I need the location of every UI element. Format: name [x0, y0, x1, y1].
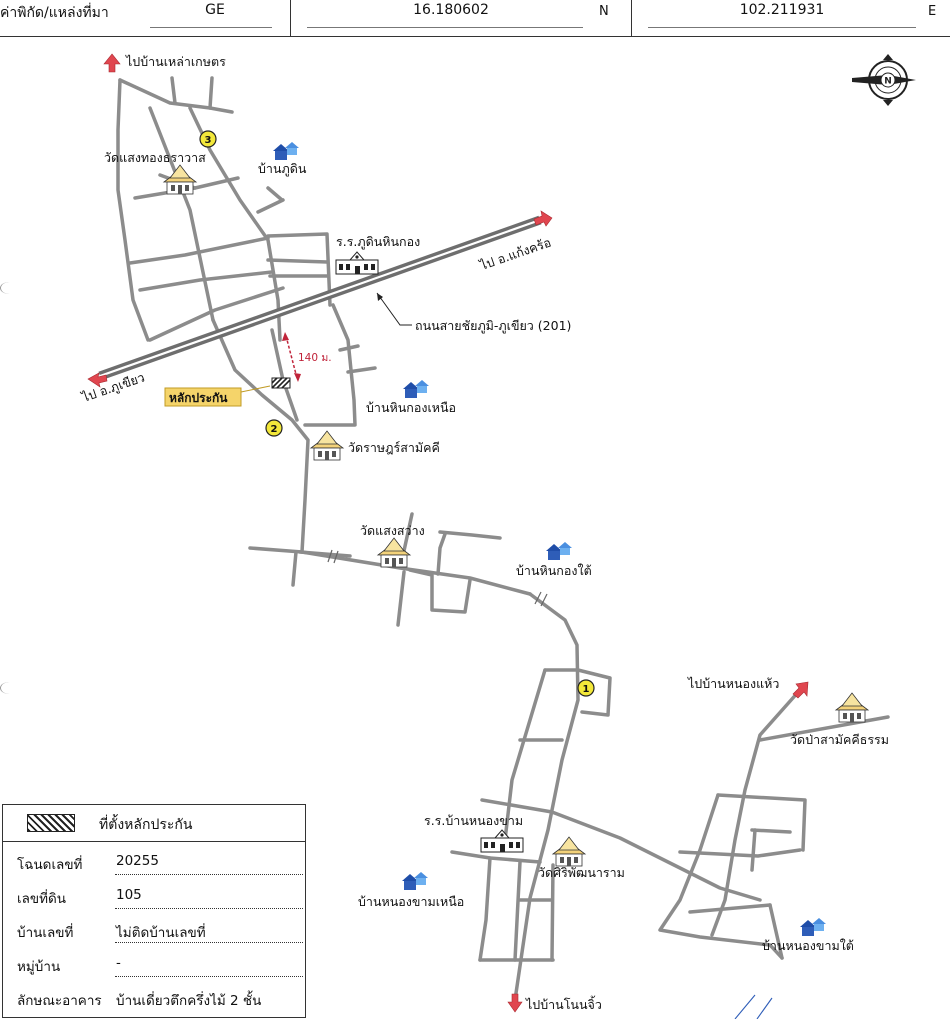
legend-title: ที่ตั้งหลักประกัน — [99, 817, 193, 833]
house-icon — [546, 542, 572, 560]
latitude-value: 16.180602 — [413, 2, 489, 18]
legend-header: ที่ตั้งหลักประกัน — [3, 805, 305, 842]
compass-letter: N — [884, 77, 892, 87]
label-collateral: หลักประกัน — [169, 391, 228, 405]
arrow-south-icon — [507, 993, 523, 1013]
label-ban-phu-din: บ้านภูดิน — [258, 161, 307, 177]
source-value: GE — [205, 2, 225, 18]
legend-row-label: ลักษณะอาคาร — [17, 993, 102, 1009]
label-ban-nong-kham-tai: บ้านหนองขามใต้ — [762, 938, 854, 953]
legend-row-label: เลขที่ดิน — [17, 891, 67, 907]
location-map: N 3 2 1 ไปบ้านเหล่าเกษตร วัดแสงทองธราวาส… — [79, 53, 916, 1019]
label-highway: ถนนสายชัยภูมิ-ภูเขียว (201) — [415, 318, 571, 334]
label-distance: 140 ม. — [298, 352, 332, 364]
label-ban-hin-kong-tai: บ้านหินกองใต้ — [516, 563, 592, 578]
legend-row: ลักษณะอาคาร บ้านเดี่ยวตึกครึ่งไม้ 2 ชั้น — [3, 979, 305, 1013]
legend-row-label: โฉนดเลขที่ — [17, 857, 83, 873]
temple-icon — [835, 692, 869, 723]
temple-icon — [552, 836, 586, 867]
marker-3-icon — [199, 130, 217, 148]
compass-north-arrow-icon: N — [852, 54, 916, 106]
label-wat-rat-samakkhi: วัดราษฎร์สามัคคี — [348, 440, 440, 455]
house-icon — [273, 142, 299, 160]
marker-2-label: 2 — [271, 424, 278, 435]
house-icon — [403, 380, 429, 398]
legend-row: โฉนดเลขที่ 20255 — [3, 843, 305, 877]
legend-row-value: บ้านเดี่ยวตึกครึ่งไม้ 2 ชั้น — [116, 993, 262, 1009]
legend-row: หมู่บ้าน - — [3, 945, 305, 979]
arrow-northeast-icon — [792, 681, 809, 699]
source-cell: ค่าพิกัด/แหล่งที่มา GE — [0, 0, 290, 36]
legend-row: บ้านเลขที่ ไม่ติดบ้านเลขที่ — [3, 911, 305, 945]
longitude-cell: 102.211931 E — [632, 0, 950, 36]
label-wat-saeng-thong: วัดแสงทองธราวาส — [104, 150, 206, 165]
source-label: ค่าพิกัด/แหล่งที่มา — [0, 5, 109, 21]
label-ban-nong-kham-nuea: บ้านหนองขามเหนือ — [358, 894, 464, 909]
longitude-unit: E — [928, 4, 937, 19]
label-ban-hin-kong-nuea: บ้านหินกองเหนือ — [366, 400, 456, 415]
house-icon — [402, 872, 428, 890]
label-to-lao-kaset: ไปบ้านเหล่าเกษตร — [125, 54, 226, 69]
temple-icon — [163, 164, 197, 195]
legend-row-value: 20255 — [116, 853, 159, 869]
label-school-nong-kham: ร.ร.บ้านหนองขาม — [424, 813, 523, 828]
latitude-unit: N — [599, 4, 609, 19]
longitude-value: 102.211931 — [739, 2, 825, 18]
label-wat-siri: วัดศิริพัฒนาราม — [538, 865, 625, 880]
legend-row-value: ไม่ติดบ้านเลขที่ — [116, 925, 206, 941]
hatch-swatch-icon — [27, 814, 75, 832]
label-wat-saeng-sawang: วัดแสงสว่าง — [360, 523, 425, 538]
legend-row-value: - — [116, 955, 121, 971]
latitude-cell: 16.180602 N — [291, 0, 631, 36]
collateral-hatch-icon — [271, 377, 291, 389]
local-roads — [116, 76, 890, 1002]
distance-arrow-icon — [282, 332, 301, 382]
label-school-phu-din: ร.ร.ภูดินหินกอง — [336, 234, 420, 250]
legend-row-label: บ้านเลขที่ — [17, 925, 74, 941]
legend-row: เลขที่ดิน 105 — [3, 877, 305, 911]
marker-2-icon — [265, 419, 283, 437]
arrow-east-icon — [533, 210, 553, 227]
marker-1-label: 1 — [583, 684, 590, 695]
arrow-north-icon — [103, 53, 121, 73]
arrow-west-icon — [87, 372, 108, 388]
school-icon — [335, 251, 379, 275]
label-to-nong-haeo: ไปบ้านหนองแห้ว — [687, 676, 779, 691]
label-to-non-chio: ไปบ้านโนนจิ้ว — [525, 995, 602, 1012]
property-legend: ที่ตั้งหลักประกัน โฉนดเลขที่ 20255 เลขที… — [2, 804, 306, 1018]
label-wat-pa-samakkhi: วัดป่าสามัคคีธรรม — [790, 732, 889, 747]
marker-3-label: 3 — [205, 135, 212, 146]
legend-row-label: หมู่บ้าน — [17, 959, 61, 975]
coordinate-header: ค่าพิกัด/แหล่งที่มา GE 16.180602 N 102.2… — [0, 0, 950, 37]
legend-row-value: 105 — [116, 887, 142, 903]
marker-1-icon — [577, 679, 595, 697]
highway-201 — [98, 215, 542, 381]
school-icon — [480, 829, 524, 853]
temple-icon — [310, 430, 344, 461]
house-icon — [800, 918, 826, 936]
